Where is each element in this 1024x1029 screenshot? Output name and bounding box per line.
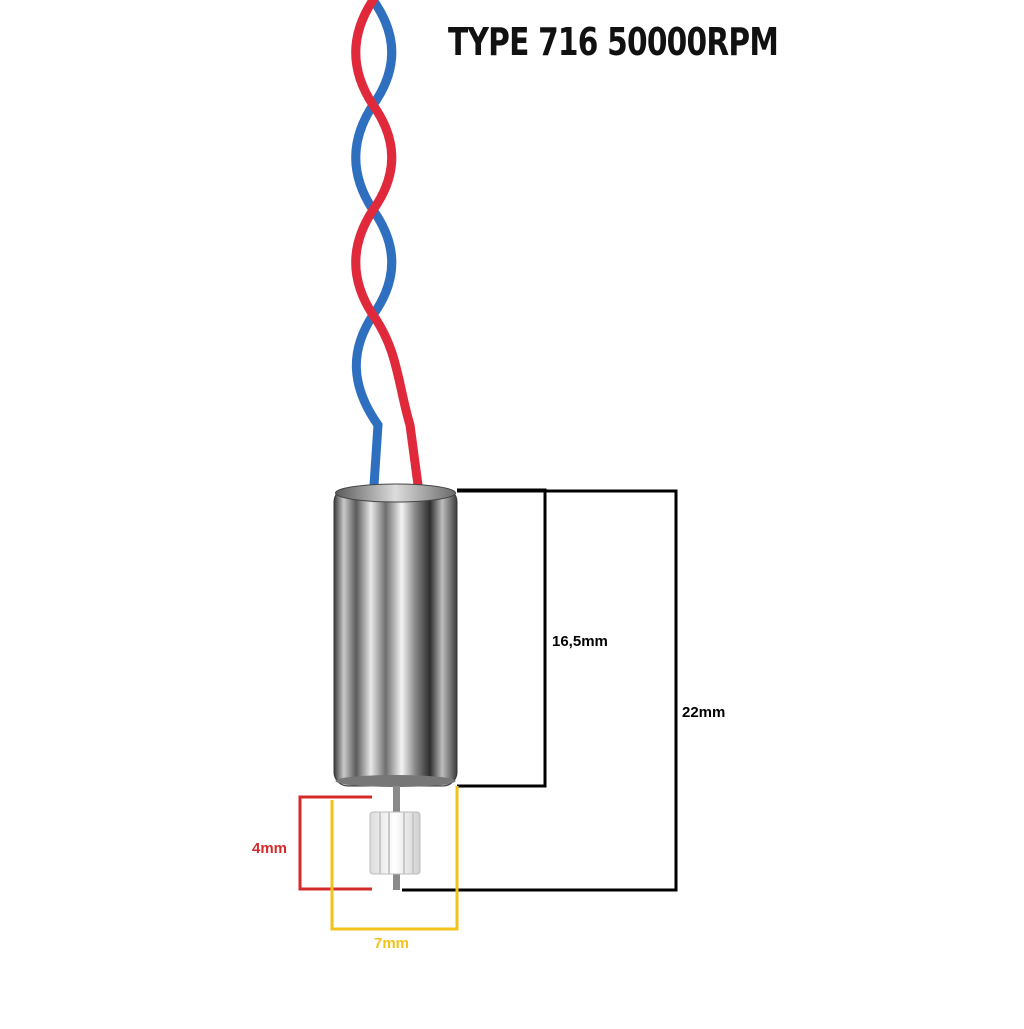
motor-top-cap — [335, 483, 456, 503]
diameter-label: 7mm — [374, 935, 410, 952]
pinion-gear — [369, 811, 421, 875]
wire-pair — [351, 0, 423, 490]
gear-length-bracket — [298, 795, 372, 891]
total-length-label: 22mm — [682, 704, 726, 721]
total-length-bracket — [402, 489, 678, 892]
red-wire — [351, 0, 423, 490]
diameter-bracket — [330, 786, 459, 931]
shaft-and-gear — [369, 786, 421, 890]
motor-bottom-rim — [335, 775, 456, 787]
motor-title: TYPE 716 50000RPM — [448, 20, 779, 64]
body-length-bracket — [457, 488, 547, 788]
body-length-label: 16,5mm — [552, 633, 608, 650]
gear-length-label: 4mm — [252, 840, 288, 857]
motor-body — [333, 483, 458, 787]
